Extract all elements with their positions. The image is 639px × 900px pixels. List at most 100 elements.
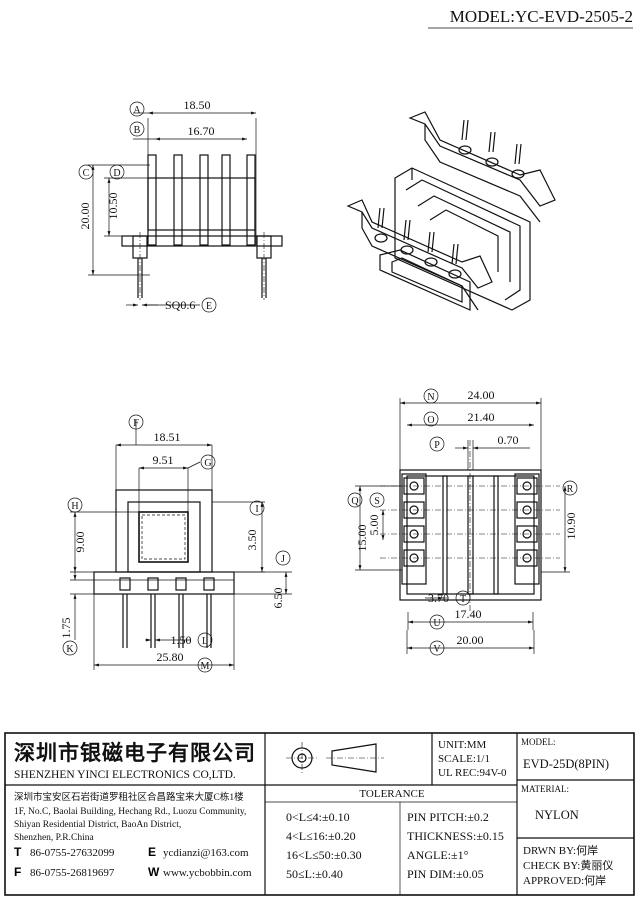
- address-en-1: 1F, No.C, Baolai Building, Hechang Rd., …: [14, 807, 246, 817]
- callout-t: T: [455, 590, 471, 606]
- company-name-cn: 深圳市银磁电子有限公司: [14, 741, 256, 765]
- dim-r: 10.90: [564, 513, 578, 540]
- callout-u: U: [429, 614, 445, 630]
- callout-l: L: [197, 632, 213, 648]
- web-value: www.ycbobbin.com: [163, 867, 252, 879]
- callout-g: G: [200, 454, 216, 470]
- address-en-3: Shenzhen, P.R.China: [14, 833, 94, 843]
- tolerance-1: 0<L≤4:±0.10: [286, 810, 350, 824]
- svg-text:A: A: [133, 105, 141, 116]
- spec-pin-pitch: PIN PITCH:±0.2: [407, 810, 489, 824]
- tolerance-2: 4<L≤16:±0.20: [286, 829, 356, 843]
- callout-s: S: [369, 492, 385, 508]
- web-letter: W: [148, 865, 160, 879]
- title-block: 深圳市银磁电子有限公司 SHENZHEN YINCI ELECTRONICS C…: [4, 732, 635, 896]
- svg-text:E: E: [206, 301, 212, 312]
- tolerance-heading: TOLERANCE: [359, 788, 424, 800]
- callout-e: E: [201, 297, 217, 313]
- callout-i: I: [249, 500, 265, 516]
- svg-text:B: B: [134, 125, 141, 136]
- fax-letter: F: [14, 865, 21, 879]
- dim-k: 1.75: [59, 618, 73, 639]
- spec-angle: ANGLE:±1°: [407, 848, 469, 862]
- dim-g: 9.51: [153, 453, 174, 467]
- spec-pin-dim: PIN DIM:±0.05: [407, 867, 484, 881]
- svg-text:D: D: [113, 168, 120, 179]
- dim-p: 0.70: [498, 433, 519, 447]
- dim-j: 6.50: [271, 588, 285, 609]
- svg-text:M: M: [201, 661, 210, 672]
- callout-d: D: [109, 164, 125, 180]
- unit-label: UNIT:MM: [438, 739, 487, 751]
- model-label: MODEL:YC-EVD-2505-2: [450, 7, 633, 26]
- callout-o: O: [423, 411, 439, 427]
- fax-value: 86-0755-26819697: [30, 867, 115, 879]
- callout-p: P: [429, 436, 445, 452]
- projection-symbol-icon: [286, 742, 384, 774]
- svg-text:I: I: [255, 504, 258, 515]
- email-letter: E: [148, 845, 156, 859]
- svg-text:T: T: [460, 594, 466, 605]
- dim-c: 20.00: [78, 203, 92, 230]
- address-en-2: Shiyan Residential District, BaoAn Distr…: [14, 820, 181, 830]
- spec-thickness: THICKNESS:±0.15: [407, 829, 504, 843]
- model-heading: MODEL:: [521, 737, 556, 747]
- dim-l: 1.50: [171, 633, 192, 647]
- svg-text:S: S: [374, 496, 380, 507]
- svg-text:H: H: [71, 501, 78, 512]
- front-view: A 18.50 B 16.70: [78, 98, 283, 313]
- callout-k: K: [62, 640, 78, 656]
- dim-v: 20.00: [457, 633, 484, 647]
- bottom-view: N 24.00 O 21.40 P 0.70: [347, 388, 578, 656]
- svg-text:R: R: [567, 484, 574, 495]
- svg-text:C: C: [83, 168, 90, 179]
- callout-a: A: [129, 101, 145, 117]
- company-name-en: SHENZHEN YINCI ELECTRONICS CO,LTD.: [14, 769, 236, 781]
- svg-text:Q: Q: [351, 496, 359, 507]
- callout-h: H: [67, 497, 83, 513]
- dim-n: 24.00: [468, 388, 495, 402]
- svg-text:G: G: [204, 458, 211, 469]
- top-view: F 18.51 G 9.51: [59, 414, 292, 673]
- address-cn: 深圳市宝安区石岩街道罗租社区合昌路宝来大厦C栋1楼: [14, 791, 244, 803]
- drawn-by: DRWN BY:何岸: [523, 844, 598, 857]
- callout-f: F: [128, 414, 144, 430]
- dim-q: 15.00: [355, 525, 369, 552]
- callout-v: V: [429, 640, 445, 656]
- tel-value: 86-0755-27632099: [30, 847, 115, 859]
- svg-text:F: F: [133, 418, 139, 429]
- dim-m: 25.80: [157, 650, 184, 664]
- dim-u: 17.40: [455, 607, 482, 621]
- email-value: ycdianzi@163.com: [163, 847, 249, 859]
- svg-text:V: V: [433, 644, 441, 655]
- callout-c: C: [78, 164, 94, 180]
- model-value: EVD-25D(8PIN): [523, 757, 609, 771]
- svg-text:P: P: [434, 440, 440, 451]
- dim-a: 18.50: [184, 98, 211, 112]
- callout-m: M: [197, 657, 213, 673]
- dim-b: 16.70: [188, 124, 215, 138]
- callout-n: N: [423, 388, 439, 404]
- callout-r: R: [562, 480, 578, 496]
- tolerance-3: 16<L≤50:±0.30: [286, 848, 362, 862]
- dim-i: 3.50: [245, 530, 259, 551]
- svg-text:U: U: [433, 618, 441, 629]
- callout-j: J: [275, 550, 291, 566]
- isometric-view: [346, 111, 556, 311]
- dim-h: 9.00: [73, 532, 87, 553]
- checked-by: CHECK BY:黄丽仪: [523, 858, 613, 872]
- svg-text:O: O: [427, 415, 434, 426]
- material-value: NYLON: [535, 808, 579, 822]
- dim-o: 21.40: [468, 410, 495, 424]
- tolerance-4: 50≤L:±0.40: [286, 867, 343, 881]
- tel-letter: T: [14, 845, 22, 859]
- material-heading: MATERIAL:: [521, 784, 569, 794]
- callout-q: Q: [347, 492, 363, 508]
- svg-text:K: K: [66, 644, 74, 655]
- svg-text:N: N: [427, 392, 434, 403]
- dim-e: SQ0.6: [165, 298, 195, 312]
- scale-label: SCALE:1/1: [438, 753, 490, 765]
- dim-f: 18.51: [154, 430, 181, 444]
- dim-s: 5.00: [367, 515, 381, 536]
